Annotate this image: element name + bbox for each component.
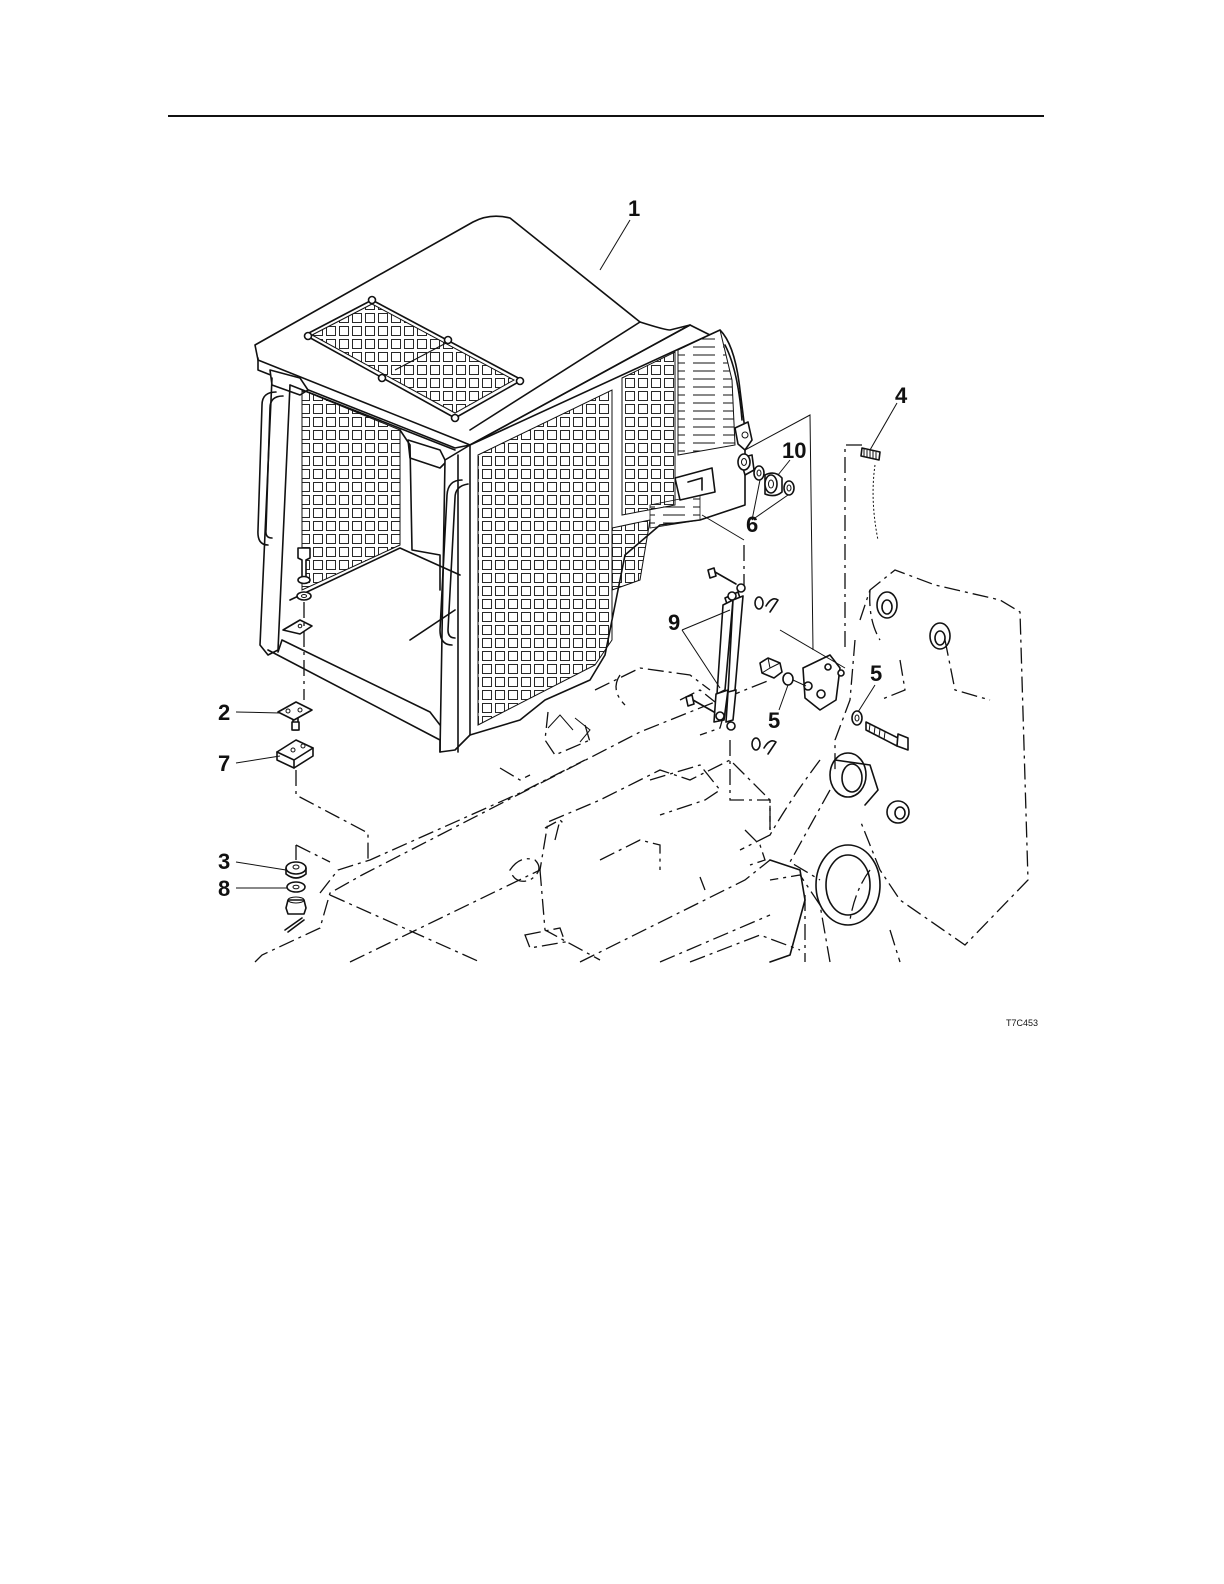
lift-arm-tower <box>770 570 1028 962</box>
part-4-rod <box>845 445 880 650</box>
callout-1: 1 <box>628 196 640 221</box>
callout-5a: 5 <box>768 708 780 733</box>
callout-9: 9 <box>668 610 680 635</box>
part-3-isolator <box>286 862 306 878</box>
part-2-mount-plate <box>278 702 312 730</box>
loader-frame-phantom <box>255 668 830 962</box>
callout-6: 6 <box>746 512 758 537</box>
part-10-bushing <box>765 473 782 496</box>
callout-3: 3 <box>218 849 230 874</box>
callout-5b: 5 <box>870 661 882 686</box>
figure-id: T7C453 <box>1006 1018 1038 1028</box>
mount-nut-and-pin <box>285 897 306 932</box>
hinge-bushing-left <box>738 454 750 470</box>
callout-10: 10 <box>782 438 806 463</box>
callout-2: 2 <box>218 700 230 725</box>
part-8-washer <box>287 882 305 892</box>
callout-8: 8 <box>218 876 230 901</box>
callout-4: 4 <box>895 383 908 408</box>
callout-7: 7 <box>218 751 230 776</box>
operator-cab <box>255 216 754 752</box>
part-7-isolator-block <box>277 740 313 768</box>
part-5-bracket-hardware <box>760 630 908 750</box>
